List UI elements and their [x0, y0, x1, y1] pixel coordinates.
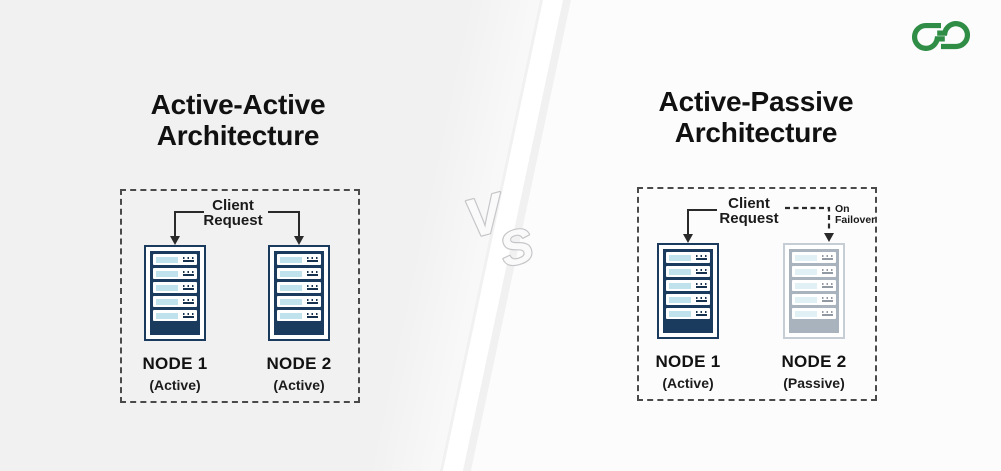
node1-state: (Active): [662, 375, 714, 391]
arrow-line-to-node1: [687, 209, 717, 234]
arrowhead-node1: [683, 234, 693, 243]
client-request-arrows: [683, 206, 834, 243]
node1-column: NODE 1 (Active): [633, 243, 743, 391]
server-icon-node2-passive: [783, 243, 845, 339]
node1-column: NODE 1 (Active): [120, 245, 230, 393]
arrow-line-to-node1: [174, 211, 204, 236]
node2-state: (Active): [273, 377, 325, 393]
failover-dashed-line: [785, 206, 831, 232]
client-request-line2: Request: [719, 210, 779, 227]
client-request-label: Client Request: [669, 196, 829, 226]
client-request-label: Client Request: [153, 198, 313, 228]
arrowhead-node2: [824, 233, 834, 242]
title-line2: Architecture: [674, 117, 838, 148]
vs-divider-mark: V S: [458, 180, 540, 279]
client-request-arrows: [170, 211, 304, 245]
active-active-title: Active-Active Architecture: [60, 89, 416, 151]
title-line1: Active-Passive: [658, 86, 854, 117]
client-request-line1: Client: [728, 195, 770, 212]
server-icon-node1-active: [657, 243, 719, 339]
client-request-line1: Client: [212, 197, 254, 214]
server-icon-node2-active: [268, 245, 330, 341]
node2-column: NODE 2 (Active): [244, 245, 354, 393]
gfg-left-g: [912, 22, 945, 51]
arrowhead-node1: [170, 236, 180, 245]
node1-name: NODE 1: [142, 354, 208, 373]
vs-letter-s: S: [494, 218, 539, 277]
node1-state: (Active): [149, 377, 201, 393]
active-passive-title: Active-Passive Architecture: [578, 86, 934, 148]
server-icon-node1-active: [144, 245, 206, 341]
arrowhead-node2: [294, 236, 304, 245]
active-passive-diagram-box: Client Request On Failover: [637, 187, 877, 401]
gfg-right-g: [937, 21, 970, 50]
title-line2: Architecture: [156, 120, 320, 151]
node2-state: (Passive): [783, 375, 845, 391]
client-request-line2: Request: [203, 212, 263, 229]
geeksforgeeks-logo-icon: [912, 21, 970, 51]
failover-line1: On: [835, 203, 850, 215]
node2-name: NODE 2: [781, 352, 847, 371]
active-active-diagram-box: Client Request: [120, 189, 360, 403]
failover-line2: Failover: [835, 214, 876, 226]
arrow-line-to-node2: [268, 211, 300, 236]
node2-column: NODE 2 (Passive): [759, 243, 869, 391]
title-line1: Active-Active: [150, 89, 326, 120]
on-failover-label: On Failover: [835, 204, 893, 226]
node1-name: NODE 1: [655, 352, 721, 371]
node2-name: NODE 2: [266, 354, 332, 373]
